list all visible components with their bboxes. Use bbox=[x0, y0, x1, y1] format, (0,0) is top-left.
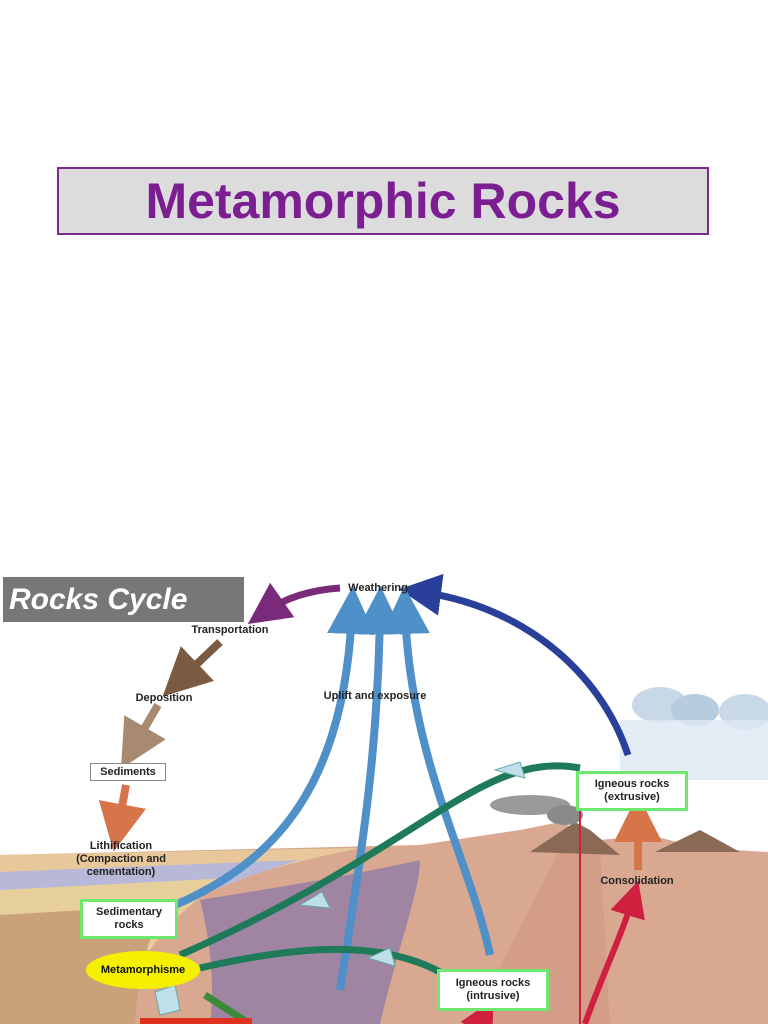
igneous-extrusive-line-1: Igneous rocks bbox=[594, 778, 670, 790]
deposition-label: Deposition bbox=[135, 692, 193, 704]
sedimentary-line-2: rocks bbox=[114, 919, 144, 931]
mountain bbox=[655, 830, 740, 852]
igneous-intrusive-line-1: Igneous rocks bbox=[455, 977, 531, 989]
consolidation-arrow bbox=[582, 880, 645, 1024]
metamorphisme-label: Metamorphisme bbox=[100, 964, 186, 976]
sediments-arrow bbox=[120, 702, 166, 769]
igneous-extrusive-box: Igneous rocks (extrusive) bbox=[576, 771, 688, 811]
uplift-arrow-left bbox=[173, 586, 375, 909]
metamorphisme-oval: Metamorphisme bbox=[86, 951, 200, 989]
rocks-cycle-label: Rocks Cycle bbox=[3, 577, 244, 622]
slide-title: Metamorphic Rocks bbox=[145, 173, 621, 229]
weathering-label: Weathering bbox=[348, 582, 408, 594]
metamorphic-zone bbox=[200, 860, 420, 1024]
sediments-box: Sediments bbox=[90, 763, 166, 781]
sedimentary-line-1: Sedimentary bbox=[95, 906, 163, 918]
volcano bbox=[530, 822, 620, 855]
igneous-intrusive-line-2: (intrusive) bbox=[466, 990, 520, 1002]
sediments-label: Sediments bbox=[100, 766, 156, 778]
weathering-arrow bbox=[399, 573, 632, 757]
pale-arrowhead-2 bbox=[298, 891, 331, 909]
intrusive-to-metamorphic-arrow bbox=[199, 945, 442, 976]
pale-arrowhead-3 bbox=[366, 947, 396, 967]
uplift-arrow-center bbox=[336, 586, 404, 991]
transportation-label: Transportation bbox=[191, 624, 269, 636]
consolidation-label: Consolidation bbox=[600, 875, 674, 887]
lithification-line-1: Lithification bbox=[89, 840, 153, 852]
igneous-intrusive-box: Igneous rocks (intrusive) bbox=[437, 969, 549, 1011]
igneous-extrusive-line-2: (extrusive) bbox=[604, 791, 660, 803]
lithification-label: Lithification (Compaction and cementatio… bbox=[65, 840, 177, 879]
lithification-line-3: cementation) bbox=[86, 866, 156, 878]
lithification-line-2: (Compaction and bbox=[76, 853, 166, 865]
pale-arrowhead-4 bbox=[154, 984, 181, 1016]
slide-title-box: Metamorphic Rocks bbox=[57, 167, 709, 235]
extrusive-to-metamorphic-arrow bbox=[178, 762, 581, 959]
deposition-arrow bbox=[162, 639, 223, 697]
uplift-arrow-right bbox=[381, 586, 494, 956]
rain-cloud bbox=[620, 687, 768, 780]
lithification-arrow bbox=[98, 784, 146, 852]
uplift-label: Uplift and exposure bbox=[323, 690, 427, 702]
transportation-arrow bbox=[247, 582, 341, 625]
bottom-red-bar bbox=[140, 1018, 252, 1024]
sedimentary-rocks-box: Sedimentary rocks bbox=[80, 899, 178, 939]
magma-arrow-lower bbox=[460, 999, 494, 1024]
pale-arrowhead-1 bbox=[493, 761, 526, 779]
